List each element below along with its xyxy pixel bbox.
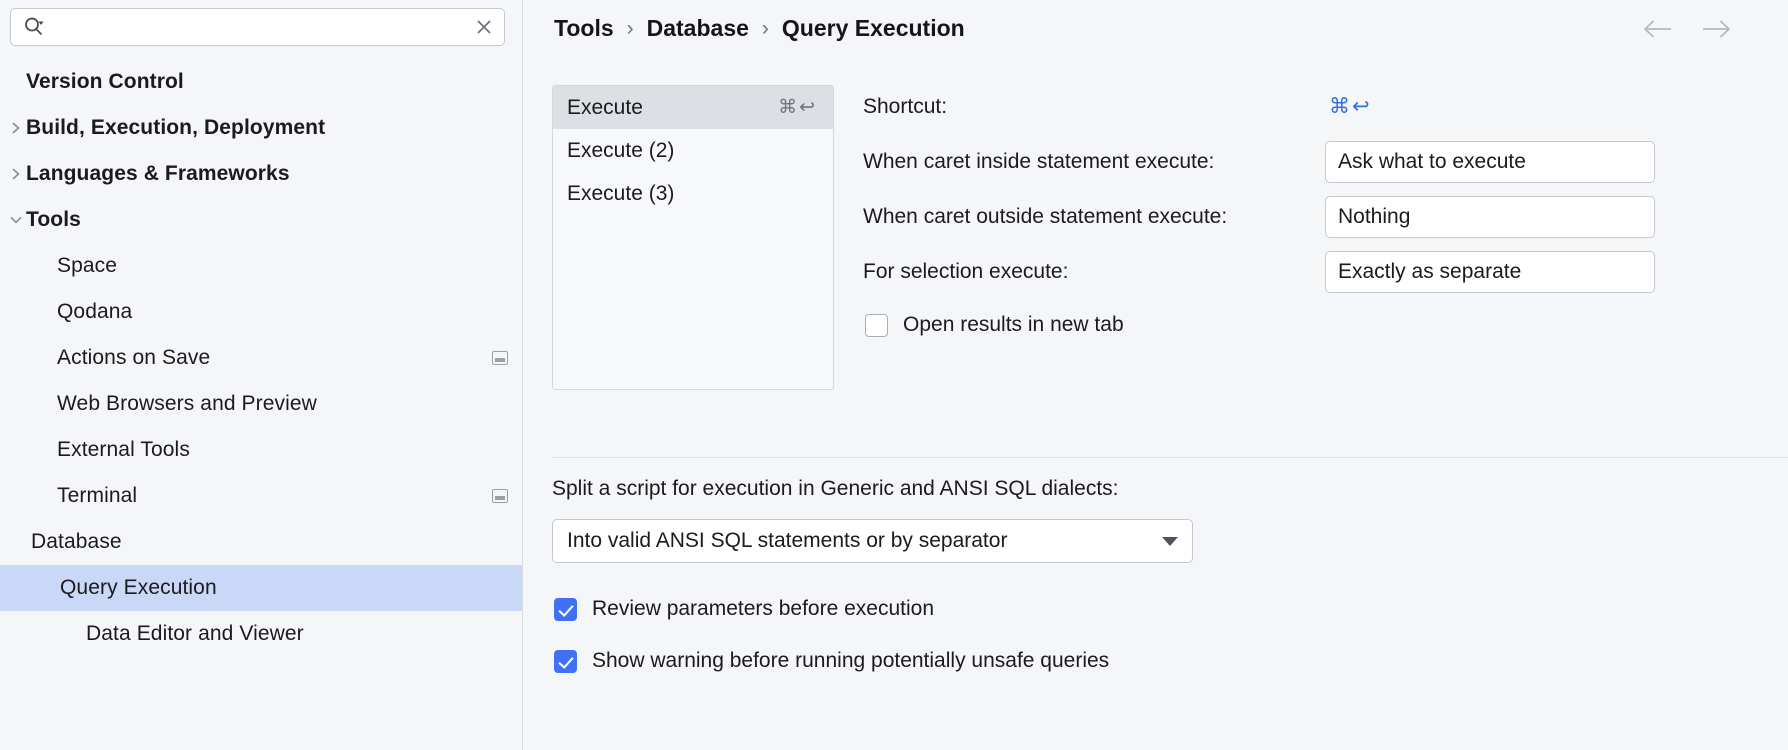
show-warning-label: Show warning before running potentially … <box>592 649 1110 672</box>
chevron-right-icon[interactable] <box>0 121 26 135</box>
sidebar-item-label: Query Execution <box>60 576 217 599</box>
breadcrumb-item-query-execution: Query Execution <box>781 15 965 41</box>
for-selection-row: For selection execute: Exactly as separa… <box>863 244 1788 299</box>
sidebar-item-query-execution[interactable]: Query Execution <box>0 565 522 611</box>
shortcut-row: Shortcut: ⌘↩ <box>863 79 1788 134</box>
sidebar-item-tools[interactable]: Tools <box>0 197 522 243</box>
list-item[interactable]: Execute (3) <box>553 172 833 215</box>
execute-configurations-list[interactable]: Execute ⌘↩ Execute (2) Execute (3) <box>552 85 834 390</box>
breadcrumb-separator: › <box>761 16 769 40</box>
chevron-right-icon[interactable] <box>0 167 26 181</box>
caret-outside-label: When caret outside statement execute: <box>863 204 1228 228</box>
split-script-dropdown[interactable]: Into valid ANSI SQL statements or by sep… <box>552 519 1193 563</box>
open-results-label: Open results in new tab <box>903 313 1124 336</box>
split-script-section: Split a script for execution in Generic … <box>552 477 1752 687</box>
show-warning-row[interactable]: Show warning before running potentially … <box>552 635 1752 687</box>
execute-settings-form: Shortcut: ⌘↩ When caret inside statement… <box>863 79 1788 351</box>
sidebar-item-label: Tools <box>26 208 81 231</box>
review-parameters-row[interactable]: Review parameters before execution <box>552 583 1752 635</box>
sidebar-item-label: Build, Execution, Deployment <box>26 116 326 139</box>
sidebar-item-label: Database <box>31 530 122 553</box>
sidebar-item-label: Data Editor and Viewer <box>86 622 304 645</box>
sidebar-item-version-control[interactable]: Version Control <box>0 59 522 105</box>
sidebar-item-data-editor-and-viewer[interactable]: Data Editor and Viewer <box>0 611 522 657</box>
search-row <box>0 0 522 46</box>
sidebar-item-languages-frameworks[interactable]: Languages & Frameworks <box>0 151 522 197</box>
sidebar-item-label: Terminal <box>57 484 138 507</box>
shortcut-label: Shortcut: <box>863 94 948 118</box>
caret-inside-label: When caret inside statement execute: <box>863 149 1215 173</box>
breadcrumb-item-database[interactable]: Database <box>646 15 749 41</box>
search-box[interactable] <box>10 8 505 46</box>
caret-outside-row: When caret outside statement execute: No… <box>863 189 1788 244</box>
caret-inside-combobox[interactable]: Ask what to execute <box>1325 140 1655 183</box>
chevron-right-icon[interactable] <box>0 581 60 595</box>
list-item-label: Execute (2) <box>567 138 675 162</box>
settings-main-panel: Tools › Database › Query Execution <box>523 0 1788 750</box>
chevron-down-icon[interactable] <box>0 213 26 227</box>
modified-settings-icon <box>492 351 508 365</box>
sidebar-item-terminal[interactable]: Terminal <box>0 473 522 519</box>
search-input[interactable] <box>54 16 473 38</box>
settings-tree: Version Control Build, Execution, Deploy… <box>0 59 522 657</box>
shortcut-value[interactable]: ⌘↩ <box>1329 95 1372 118</box>
show-warning-checkbox[interactable] <box>554 649 577 673</box>
sidebar-item-web-browsers-and-preview[interactable]: Web Browsers and Preview <box>0 381 522 427</box>
section-divider <box>552 457 1788 458</box>
navigation-arrows <box>1641 0 1733 57</box>
breadcrumb: Tools › Database › Query Execution <box>523 0 1788 57</box>
review-parameters-label: Review parameters before execution <box>592 597 935 620</box>
sidebar-item-label: Version Control <box>26 70 184 93</box>
breadcrumb-separator: › <box>626 16 634 40</box>
for-selection-combobox[interactable]: Exactly as separate <box>1325 250 1655 293</box>
modified-settings-icon <box>492 489 508 503</box>
list-item-label: Execute <box>567 95 643 119</box>
sidebar-item-label: External Tools <box>57 438 190 461</box>
sidebar-item-build-execution-deployment[interactable]: Build, Execution, Deployment <box>0 105 522 151</box>
open-results-row[interactable]: Open results in new tab <box>863 299 1788 351</box>
list-item[interactable]: Execute ⌘↩ <box>553 86 833 129</box>
arrow-left-icon[interactable] <box>1641 12 1675 46</box>
close-icon[interactable] <box>473 16 495 38</box>
sidebar-item-actions-on-save[interactable]: Actions on Save <box>0 335 522 381</box>
split-script-title: Split a script for execution in Generic … <box>552 477 1119 500</box>
caret-inside-row: When caret inside statement execute: Ask… <box>863 134 1788 189</box>
sidebar-item-label: Qodana <box>57 300 133 323</box>
open-results-checkbox[interactable] <box>865 313 888 337</box>
list-item-label: Execute (3) <box>567 181 675 205</box>
sidebar-item-label: Languages & Frameworks <box>26 162 290 185</box>
for-selection-label: For selection execute: <box>863 259 1069 283</box>
arrow-right-icon[interactable] <box>1699 12 1733 46</box>
sidebar-item-qodana[interactable]: Qodana <box>0 289 522 335</box>
sidebar-item-label: Actions on Save <box>57 346 211 369</box>
list-item-shortcut: ⌘↩ <box>778 97 817 118</box>
caret-outside-combobox[interactable]: Nothing <box>1325 195 1655 238</box>
sidebar-item-label: Web Browsers and Preview <box>57 392 317 415</box>
search-icon[interactable] <box>23 16 45 38</box>
split-script-dropdown-value: Into valid ANSI SQL statements or by sep… <box>567 529 1008 552</box>
sidebar-item-external-tools[interactable]: External Tools <box>0 427 522 473</box>
sidebar-item-space[interactable]: Space <box>0 243 522 289</box>
sidebar-item-database[interactable]: Database <box>0 519 522 565</box>
chevron-down-icon <box>1162 536 1178 546</box>
chevron-down-icon[interactable] <box>0 535 31 549</box>
sidebar-item-label: Space <box>57 254 118 277</box>
review-parameters-checkbox[interactable] <box>554 597 577 621</box>
breadcrumb-item-tools[interactable]: Tools <box>554 15 614 41</box>
list-item[interactable]: Execute (2) <box>553 129 833 172</box>
settings-sidebar: Version Control Build, Execution, Deploy… <box>0 0 523 750</box>
